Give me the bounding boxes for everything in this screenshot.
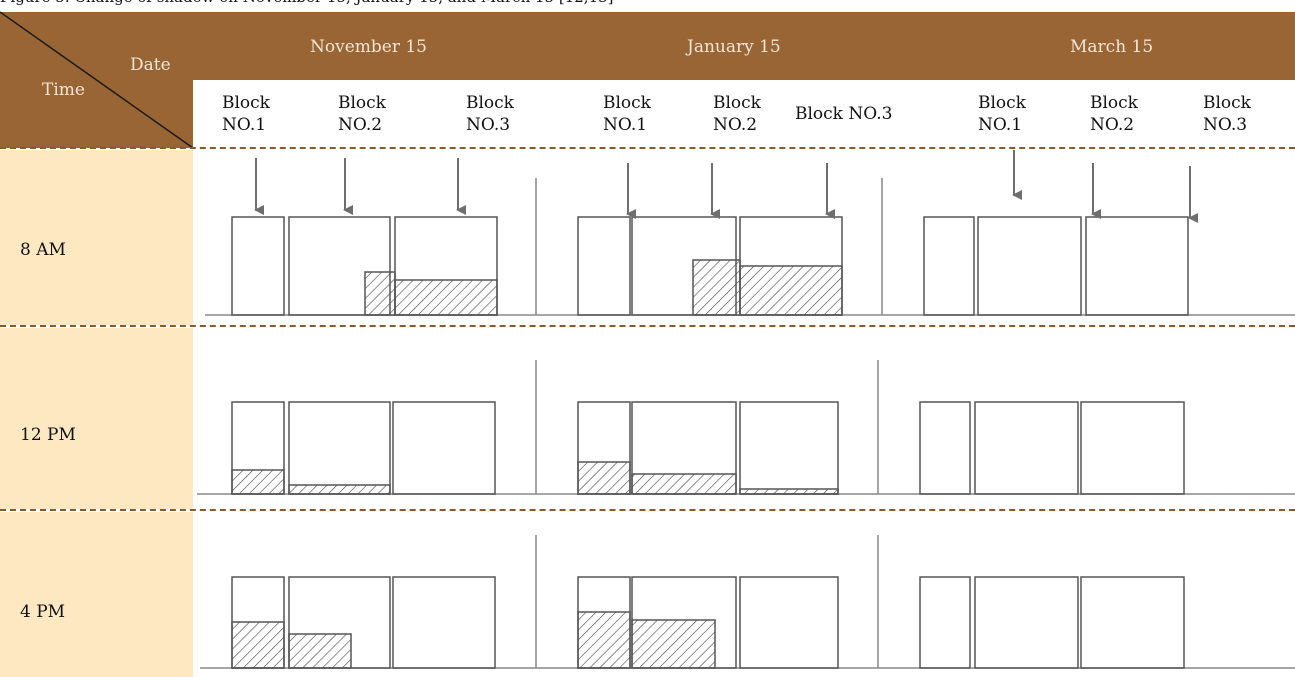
date-header-nov: November 15 bbox=[310, 37, 427, 57]
time-column-12pm bbox=[0, 328, 193, 509]
row-label-4pm: 4 PM bbox=[20, 602, 66, 622]
corner-time-label: Time bbox=[42, 80, 85, 100]
block-label-jan-3: Block NO.3 bbox=[795, 104, 893, 124]
row-label-8am: 8 AM bbox=[20, 240, 66, 260]
separator-row-2 bbox=[0, 509, 1295, 511]
time-column-4pm bbox=[0, 512, 193, 677]
date-header-mar: March 15 bbox=[1070, 37, 1154, 57]
block-label-jan-1: Block NO.1 bbox=[603, 93, 651, 135]
separator-row-1 bbox=[0, 325, 1295, 327]
block-label-mar-3: Block NO.3 bbox=[1203, 93, 1251, 135]
block-label-nov-2: Block NO.2 bbox=[338, 93, 386, 135]
separator-header bbox=[0, 147, 1295, 149]
block-label-nov-1: Block NO.1 bbox=[222, 93, 270, 135]
corner-date-label: Date bbox=[130, 55, 171, 75]
block-label-mar-1: Block NO.1 bbox=[978, 93, 1026, 135]
date-header-jan: January 15 bbox=[687, 37, 781, 57]
block-label-jan-2: Block NO.2 bbox=[713, 93, 761, 135]
block-label-nov-3: Block NO.3 bbox=[466, 93, 514, 135]
time-column-8am bbox=[0, 150, 193, 325]
header-top-band bbox=[0, 12, 1295, 80]
row-label-12pm: 12 PM bbox=[20, 425, 76, 445]
figure-caption: Figure 5. Change of shadow on November 1… bbox=[0, 0, 1295, 10]
block-label-mar-2: Block NO.2 bbox=[1090, 93, 1138, 135]
